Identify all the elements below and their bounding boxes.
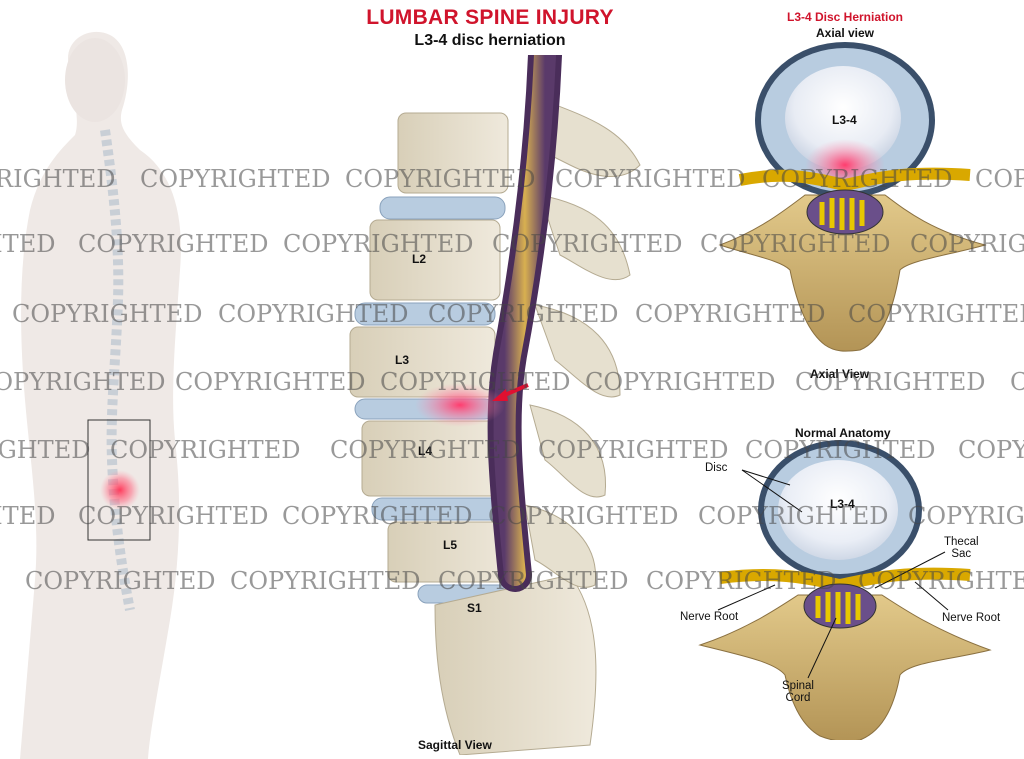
axial-top-disc-label: L3-4 [832, 113, 857, 127]
label-thecal-sac: Thecal Sac [944, 536, 979, 560]
sagittal-spine-figure [349, 55, 641, 755]
vertebra-l1 [397, 112, 509, 194]
sacrum [434, 574, 597, 755]
watermark-row-5: COPYRIGHTEDCOPYRIGHTEDCOPYRIGHTEDCOPYRIG… [0, 436, 1024, 464]
page-subtitle: L3-4 disc herniation [414, 32, 566, 49]
page-title: LUMBAR SPINE INJURY [366, 6, 614, 29]
vertebra-label-l2: L2 [412, 252, 427, 266]
body-silhouette-figure [20, 31, 181, 759]
region-inset-box [87, 419, 151, 541]
vertebra-label-l4: L4 [418, 444, 433, 458]
disc-l1-l2 [379, 196, 506, 220]
watermark-row-2: COPYRIGHTEDCOPYRIGHTEDCOPYRIGHTEDCOPYRIG… [0, 230, 1024, 258]
disc-l2-l3 [354, 302, 496, 326]
watermark-row-1: COPYRIGHTEDCOPYRIGHTEDCOPYRIGHTEDCOPYRIG… [0, 165, 1024, 193]
axial-top-caption: Axial View [810, 367, 870, 381]
label-spinal-cord: Spinal Cord [782, 680, 814, 704]
label-nerve-root-left: Nerve Root [680, 611, 739, 623]
axial-normal-figure [698, 440, 992, 740]
axial-top-subtitle: Axial view [815, 26, 875, 40]
vertebra-label-l3: L3 [395, 353, 410, 367]
pain-hotspot [100, 470, 140, 510]
axial-bottom-disc-label: L3-4 [830, 497, 855, 511]
watermark-row-4: COPYRIGHTEDCOPYRIGHTEDCOPYRIGHTEDCOPYRIG… [0, 368, 1024, 396]
watermark-row-6: COPYRIGHTEDCOPYRIGHTEDCOPYRIGHTEDCOPYRIG… [0, 502, 1024, 530]
label-nerve-root-right: Nerve Root [942, 612, 1001, 624]
axial-herniated-figure [718, 42, 987, 352]
vertebra-l2 [369, 219, 501, 301]
axial-bottom-title: Normal Anatomy [795, 426, 891, 440]
axial-top-title: L3-4 Disc Herniation [786, 10, 904, 24]
vertebra-label-l5: L5 [443, 538, 458, 552]
sagittal-view-label: Sagittal View [418, 738, 492, 752]
vertebra-label-s1: S1 [467, 601, 482, 615]
label-disc: Disc [705, 462, 728, 474]
herniation-highlight [415, 383, 505, 427]
